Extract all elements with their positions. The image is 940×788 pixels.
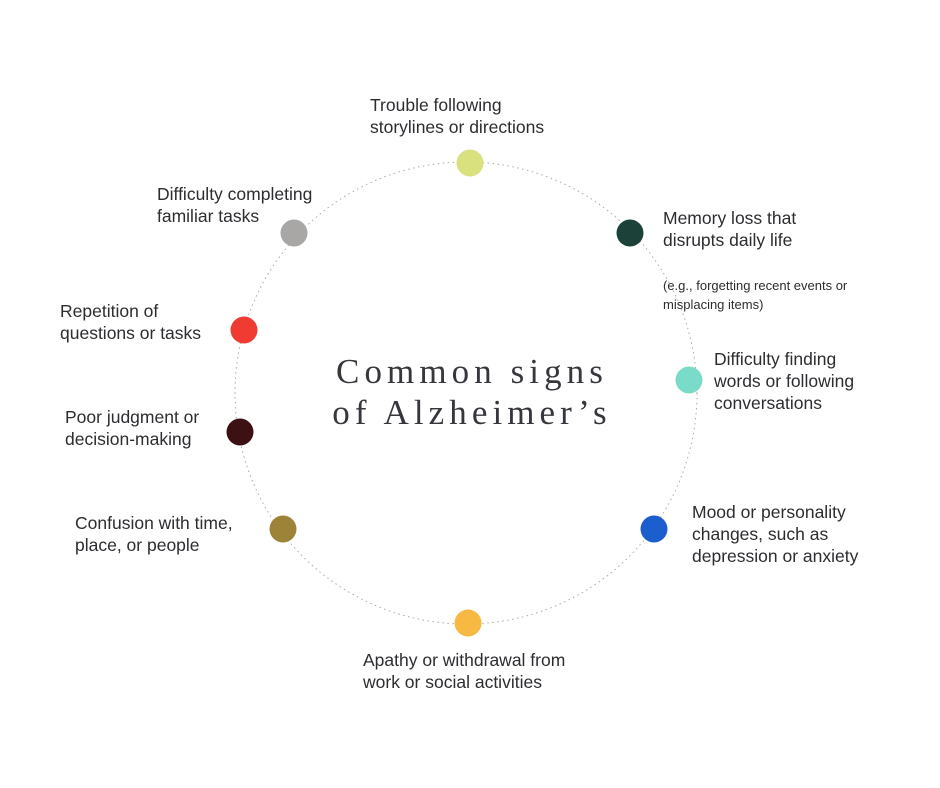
sign-dot-poor-judgment [226, 418, 254, 446]
sign-dot-difficulty-completing-tasks [280, 219, 308, 247]
diagram-title: Common signs of Alzheimer’s [322, 351, 622, 433]
sign-label-difficulty-completing-tasks: Difficulty completing familiar tasks [157, 184, 313, 226]
sign-dot-difficulty-finding-words [675, 366, 703, 394]
sign-label-confusion-time-place: Confusion with time, place, or people [75, 513, 233, 555]
sign-label-repetition-questions: Repetition of questions or tasks [60, 301, 202, 343]
sign-label-difficulty-finding-words: Difficulty finding words or following co… [714, 349, 855, 413]
diagram-title-line2: of Alzheimer’s [332, 393, 612, 432]
sign-dot-trouble-following-storylines [456, 149, 484, 177]
sign-sublabel-memory-loss: (e.g., forgetting recent events or mispl… [663, 278, 848, 312]
diagram-title-line1: Common signs [336, 352, 608, 391]
sign-dot-memory-loss [616, 219, 644, 247]
sign-dot-apathy-withdrawal [454, 609, 482, 637]
sign-dot-mood-personality-changes [640, 515, 668, 543]
sign-label-apathy-withdrawal: Apathy or withdrawal from work or social… [363, 650, 566, 692]
sign-dot-repetition-questions [230, 316, 258, 344]
sign-label-memory-loss-main: Memory loss that disrupts daily life [663, 208, 797, 250]
sign-dot-confusion-time-place [269, 515, 297, 543]
sign-label-poor-judgment: Poor judgment or decision-making [65, 407, 200, 449]
sign-label-mood-personality-changes: Mood or personality changes, such as dep… [692, 502, 859, 566]
sign-label-memory-loss: Memory loss that disrupts daily life (e.… [663, 185, 847, 336]
sign-label-trouble-following-storylines: Trouble following storylines or directio… [370, 95, 545, 137]
